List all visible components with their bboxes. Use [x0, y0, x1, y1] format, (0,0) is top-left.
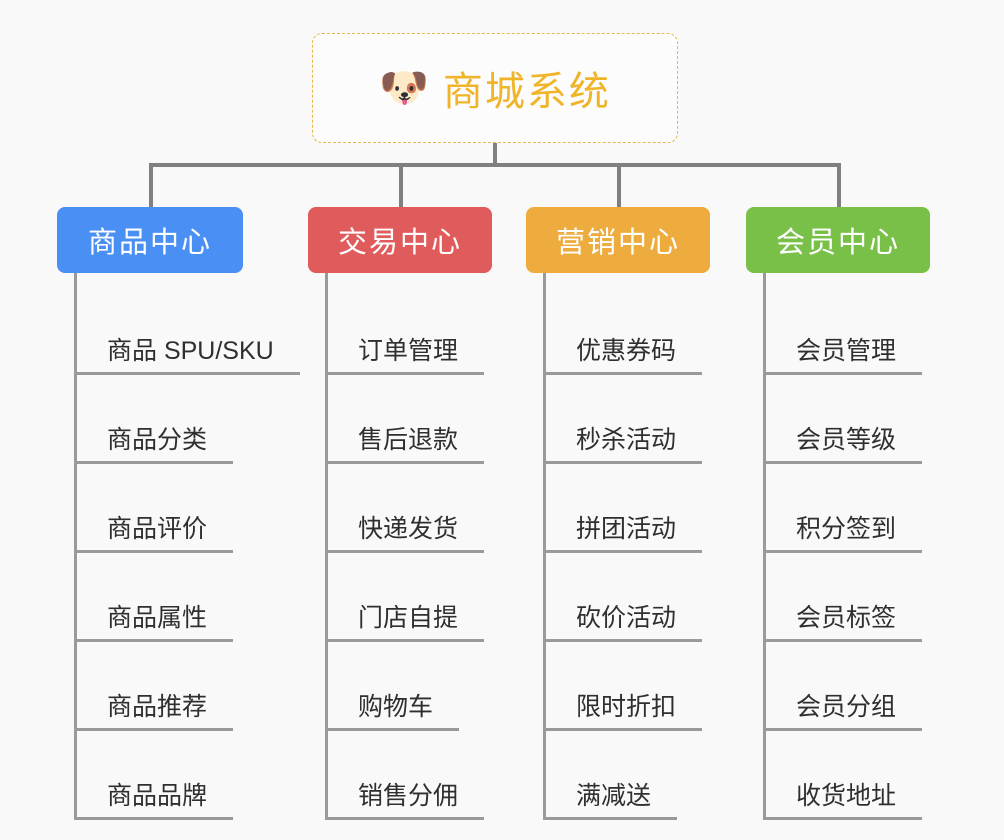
leaf-label: 拼团活动 — [546, 516, 703, 553]
leaf-item[interactable]: 会员标签 — [766, 553, 930, 642]
leaf-item[interactable]: 快递发货 — [328, 464, 492, 553]
leaf-label: 砍价活动 — [546, 605, 703, 642]
leaf-label: 商品 SPU/SKU — [77, 338, 300, 375]
connector-drop-1 — [149, 163, 153, 209]
connector-drop-3 — [617, 163, 621, 209]
leaf-item[interactable]: 会员管理 — [766, 286, 930, 375]
category-box-marketing-center[interactable]: 营销中心 — [526, 207, 710, 273]
connector-root-stem — [493, 143, 497, 167]
category-label: 营销中心 — [555, 227, 680, 259]
leaf-list-member-center: 会员管理 会员等级 积分签到 会员标签 会员分组 收货地址 — [763, 273, 930, 820]
leaf-label: 销售分佣 — [328, 783, 485, 820]
category-box-trade-center[interactable]: 交易中心 — [308, 207, 492, 273]
branch-column-marketing-center: 营销中心 优惠券码 秒杀活动 拼团活动 砍价活动 限时折扣 满减送 — [526, 207, 710, 820]
leaf-list-product-center: 商品 SPU/SKU 商品分类 商品评价 商品属性 商品推荐 商品品牌 — [74, 273, 300, 820]
leaf-label: 商品品牌 — [77, 783, 234, 820]
leaf-item[interactable]: 门店自提 — [328, 553, 492, 642]
leaf-label: 秒杀活动 — [546, 427, 703, 464]
root-title: 商城系统 — [442, 70, 611, 114]
leaf-list-trade-center: 订单管理 售后退款 快递发货 门店自提 购物车 销售分佣 — [325, 273, 492, 820]
leaf-label: 限时折扣 — [546, 694, 703, 731]
leaf-label: 收货地址 — [766, 783, 923, 820]
leaf-label: 快递发货 — [328, 516, 485, 553]
leaf-label: 购物车 — [328, 694, 460, 731]
leaf-item[interactable]: 商品属性 — [77, 553, 300, 642]
branch-column-product-center: 商品中心 商品 SPU/SKU 商品分类 商品评价 商品属性 商品推荐 商品品牌 — [57, 207, 300, 820]
leaf-item[interactable]: 限时折扣 — [546, 642, 710, 731]
connector-horizontal-bar — [149, 163, 841, 167]
leaf-item[interactable]: 商品评价 — [77, 464, 300, 553]
leaf-label: 订单管理 — [328, 338, 485, 375]
leaf-item[interactable]: 销售分佣 — [328, 731, 492, 820]
category-box-product-center[interactable]: 商品中心 — [57, 207, 243, 273]
leaf-item[interactable]: 售后退款 — [328, 375, 492, 464]
leaf-item[interactable]: 积分签到 — [766, 464, 930, 553]
leaf-label: 会员标签 — [766, 605, 923, 642]
branch-column-trade-center: 交易中心 订单管理 售后退款 快递发货 门店自提 购物车 销售分佣 — [308, 207, 492, 820]
category-box-member-center[interactable]: 会员中心 — [746, 207, 930, 273]
leaf-label: 售后退款 — [328, 427, 485, 464]
category-label: 会员中心 — [775, 227, 900, 259]
leaf-item[interactable]: 会员分组 — [766, 642, 930, 731]
leaf-item[interactable]: 收货地址 — [766, 731, 930, 820]
leaf-item[interactable]: 满减送 — [546, 731, 710, 820]
leaf-item[interactable]: 砍价活动 — [546, 553, 710, 642]
leaf-label: 商品属性 — [77, 605, 234, 642]
leaf-item[interactable]: 购物车 — [328, 642, 492, 731]
leaf-label: 优惠券码 — [546, 338, 703, 375]
leaf-label: 商品评价 — [77, 516, 234, 553]
leaf-item[interactable]: 订单管理 — [328, 286, 492, 375]
leaf-label: 商品推荐 — [77, 694, 234, 731]
branch-column-member-center: 会员中心 会员管理 会员等级 积分签到 会员标签 会员分组 收货地址 — [746, 207, 930, 820]
leaf-label: 会员等级 — [766, 427, 923, 464]
leaf-label: 门店自提 — [328, 605, 485, 642]
leaf-label: 商品分类 — [77, 427, 234, 464]
leaf-item[interactable]: 拼团活动 — [546, 464, 710, 553]
leaf-item[interactable]: 商品推荐 — [77, 642, 300, 731]
leaf-label: 满减送 — [546, 783, 678, 820]
dog-face-icon: 🐶 — [379, 66, 429, 110]
leaf-item[interactable]: 会员等级 — [766, 375, 930, 464]
leaf-item[interactable]: 商品品牌 — [77, 731, 300, 820]
leaf-item[interactable]: 商品 SPU/SKU — [77, 286, 300, 375]
connector-drop-2 — [399, 163, 403, 209]
leaf-item[interactable]: 优惠券码 — [546, 286, 710, 375]
leaf-item[interactable]: 秒杀活动 — [546, 375, 710, 464]
connector-drop-4 — [837, 163, 841, 209]
category-label: 交易中心 — [337, 227, 462, 259]
root-node-shopping-mall-system[interactable]: 🐶 商城系统 — [312, 33, 678, 143]
leaf-label: 会员分组 — [766, 694, 923, 731]
leaf-label: 积分签到 — [766, 516, 923, 553]
leaf-label: 会员管理 — [766, 338, 923, 375]
leaf-item[interactable]: 商品分类 — [77, 375, 300, 464]
leaf-list-marketing-center: 优惠券码 秒杀活动 拼团活动 砍价活动 限时折扣 满减送 — [543, 273, 710, 820]
category-label: 商品中心 — [87, 227, 212, 259]
